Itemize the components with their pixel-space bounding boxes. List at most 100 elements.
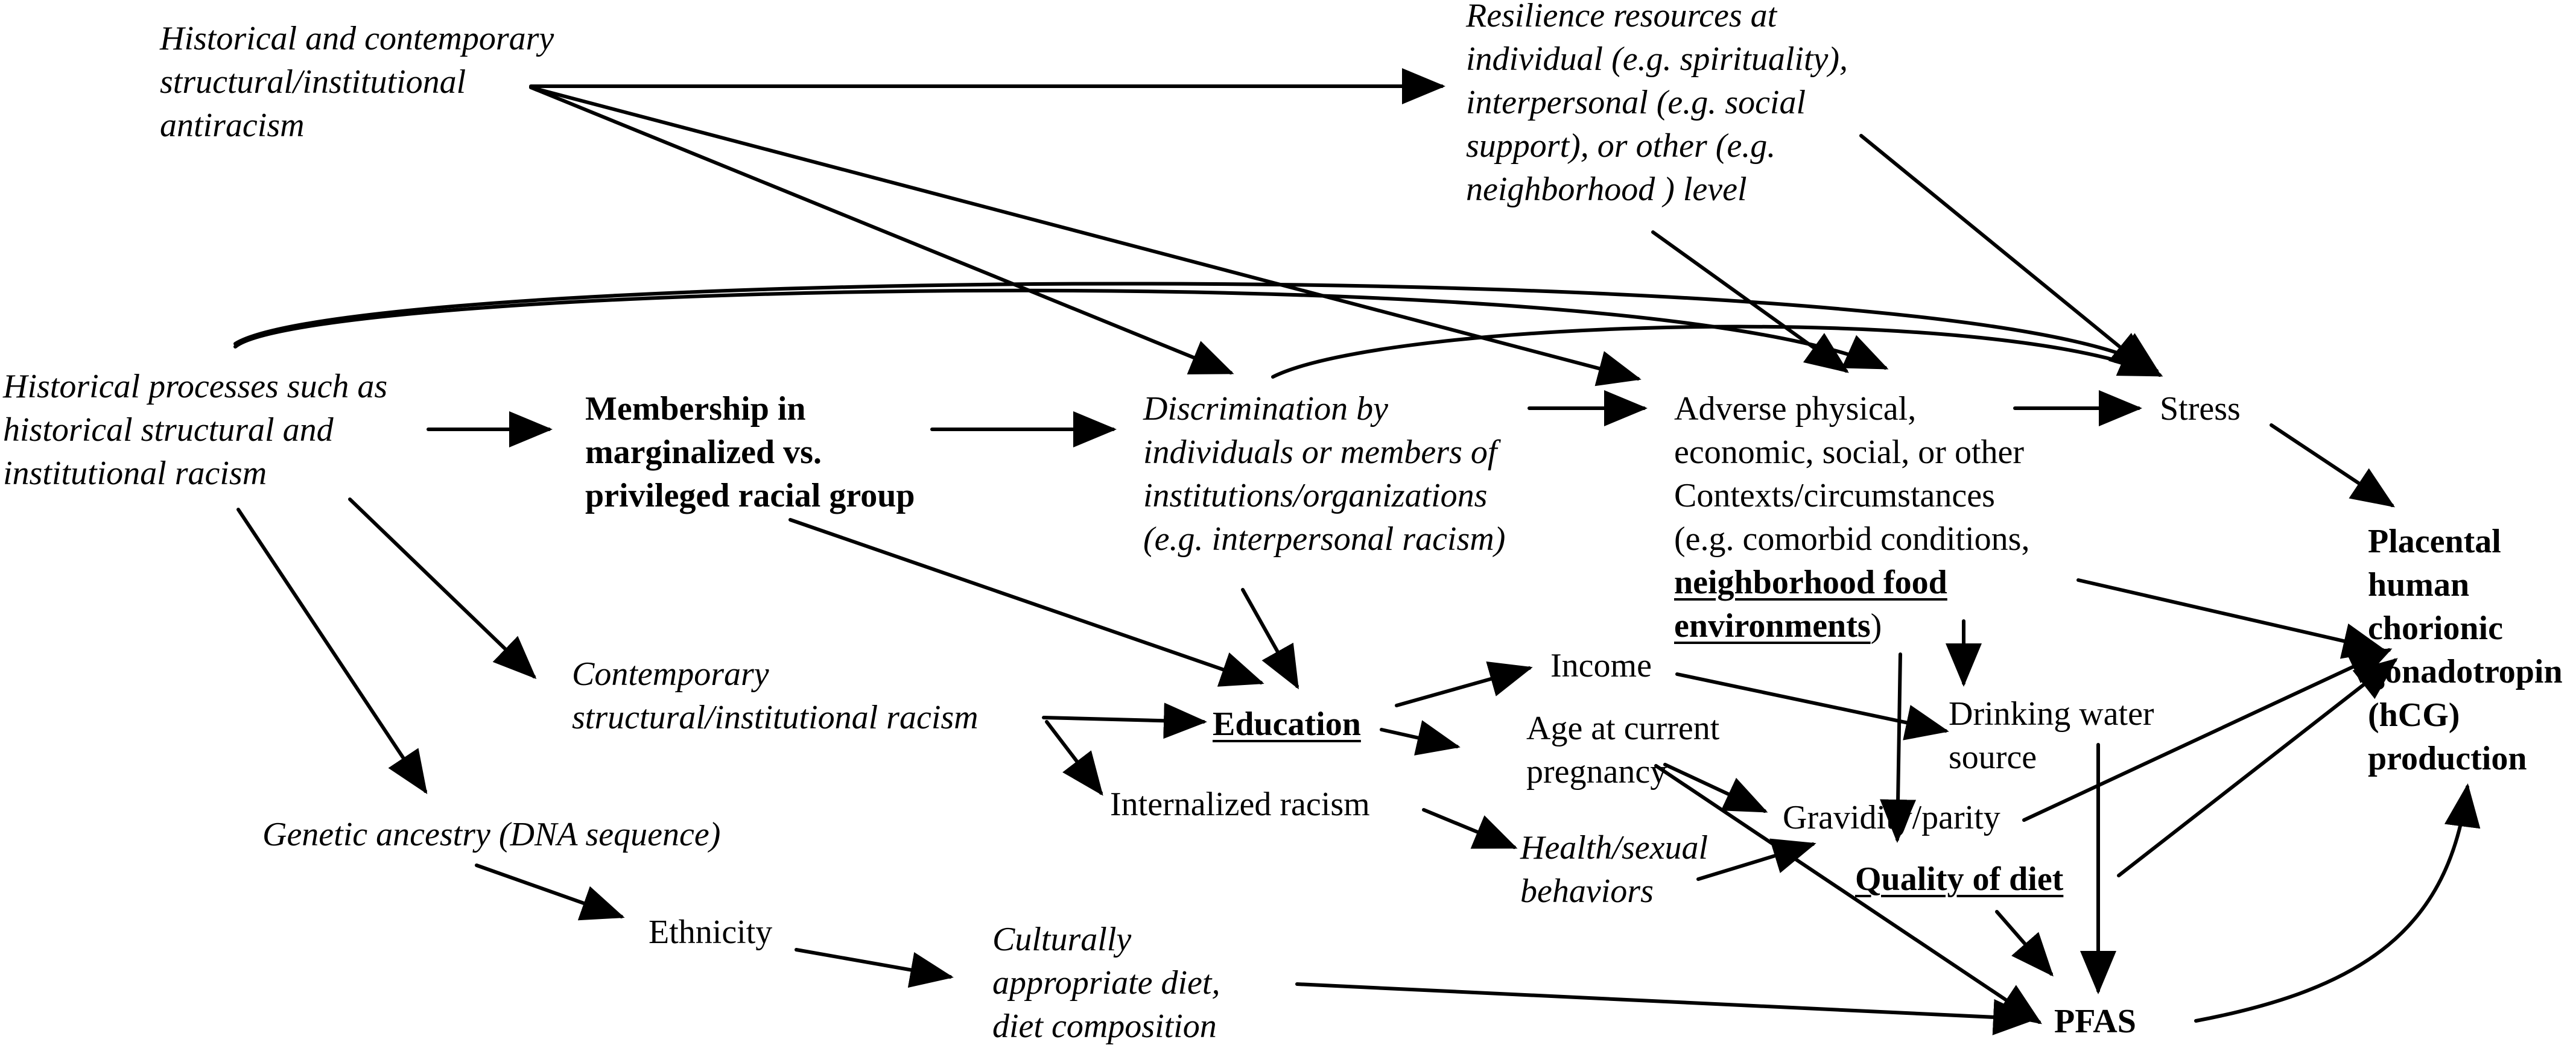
edge-gravidity-hcg [2022,648,2393,822]
node-label-line: gonadotropin [2368,653,2563,690]
node-label-line: privileged racial group [585,477,915,514]
edge-membership-education [788,518,1264,687]
node-label-line: PFAS [2054,1003,2136,1040]
node-label-line: Placental [2368,523,2501,560]
node-label-line: economic, social, or other [1674,434,2025,471]
edge-hist-genetic [236,508,428,794]
node-label-line: (e.g. comorbid conditions, [1674,520,2030,558]
edge-internalized-health [1422,808,1518,849]
node-label-line: Culturally [992,921,1132,958]
node-drinking-water: Drinking water source [1949,692,2154,779]
node-label-line: Health/sexual [1520,829,1708,866]
edge-age-gravidity [1663,763,1768,813]
edge-education-income [1395,661,1533,707]
edge-stress-hcg [2270,423,2395,508]
edge-quality-hcg [2117,658,2398,877]
node-label-line: behaviors [1520,873,1654,910]
node-resilience-resources: Resilience resources at individual (e.g.… [1466,0,1848,211]
node-label-line: institutional racism [3,455,267,492]
edge-hist-arc-adverse [233,288,1889,370]
edge-cultural-pfas [1295,982,2037,1035]
edge-antiracism-adverse [529,86,1642,387]
node-label-line: Discrimination by [1143,390,1388,428]
node-historical-contemporary-antiracism: Historical and contemporary structural/i… [160,17,554,147]
node-label-line: (hCG) [2368,696,2460,734]
node-label-line: Adverse physical, [1674,390,1917,428]
edge-discrimination-education [1241,588,1299,690]
node-label-line: historical structural and [3,411,334,449]
node-label-line: appropriate diet, [992,964,1220,1002]
node-label-line: production [2368,740,2527,777]
node-label-line: individuals or members of [1143,434,1497,471]
node-health-behaviors: Health/sexual behaviors [1520,826,1708,913]
edge-education-age [1380,720,1461,756]
node-label-line: Resilience resources at [1466,0,1777,34]
edge-health-gravidity [1696,838,1816,881]
node-label-line: pregnancy [1526,753,1667,791]
node-label-line: human [2368,566,2470,604]
edge-ethnicity-cultural [795,948,954,988]
node-label-line: Membership in [585,390,806,428]
node-historical-processes: Historical processes such as historical … [3,365,387,495]
node-label-line: Quality of diet [1855,860,2064,898]
node-label-line: chorionic [2368,610,2503,647]
node-membership: Membership in marginalized vs. privilege… [585,387,915,517]
node-label-line: environments [1674,607,1871,645]
edge-age-pfas [1654,764,2042,1024]
node-label-line: neighborhood ) level [1466,171,1747,208]
edge-genetic-ethnicity [475,863,625,921]
node-hcg-production: Placental human chorionic gonadotropin (… [2368,520,2563,780]
node-label-line: Stress [2160,390,2241,428]
edge-pfas-hcg [2194,783,2481,1023]
node-label-line: Contexts/circumstances [1674,477,1995,514]
edge-contemporary-education [1042,702,1207,739]
node-education: Education [1213,702,1361,746]
node-label-line: Drinking water [1949,695,2154,733]
node-genetic-ancestry: Genetic ancestry (DNA sequence) [262,813,720,856]
node-label-line: structural/institutional racism [572,699,979,736]
node-label-line: support), or other (e.g. [1466,127,1776,165]
node-label-line: Genetic ancestry (DNA sequence) [262,816,721,853]
node-cultural-diet: Culturally appropriate diet, diet compos… [992,918,1220,1048]
node-label-line: Age at current [1526,710,1720,747]
node-ethnicity: Ethnicity [649,911,772,954]
edge-discrimination-arc-stress [1271,324,2163,379]
node-label-line: institutions/organizations [1143,477,1488,514]
node-quality-of-diet: Quality of diet [1855,857,2063,901]
node-label-line: antiracism [160,107,305,144]
node-income: Income [1550,644,1652,687]
node-label-line: Historical processes such as [3,368,388,405]
node-label-line: Internalized racism [1110,786,1370,823]
node-stress: Stress [2160,387,2241,431]
edge-adverse-hcg [2076,578,2387,659]
node-label-line: Education [1213,706,1361,743]
node-label-tail: ) [1870,607,1882,645]
node-label-line: Ethnicity [649,914,773,951]
node-label-line: neighborhood food [1674,564,1947,601]
node-label-line: Income [1550,647,1652,684]
node-discrimination: Discrimination by individuals or members… [1143,387,1505,561]
node-gravidity-parity: Gravidity/parity [1783,796,2000,839]
node-label-line: Gravidity/parity [1783,799,2000,836]
node-label-line: individual (e.g. spirituality), [1466,40,1848,78]
edge-contemporary-internalized [1045,720,1103,796]
node-internalized-racism: Internalized racism [1110,783,1370,826]
edge-quality-pfas [1995,910,2054,977]
node-adverse-contexts: Adverse physical, economic, social, or o… [1674,387,2029,648]
node-label-line: interpersonal (e.g. social [1466,84,1806,121]
node-pfas: PFAS [2054,1000,2136,1043]
node-label-line: structural/institutional [160,63,466,101]
node-label-line: Contemporary [572,655,769,693]
node-label-line: (e.g. interpersonal racism) [1143,520,1506,558]
node-label-line: source [1949,739,2037,776]
node-label-line: Historical and contemporary [160,20,554,57]
edge-hist-arc-stress [233,282,2160,373]
node-label-line: marginalized vs. [585,434,822,471]
edge-antiracism-discrimination [529,86,1234,374]
node-age-pregnancy: Age at current pregnancy [1526,707,1719,794]
node-label-line: diet composition [992,1008,1217,1045]
edge-hist-contemporary [348,497,537,680]
edge-resilience-stress [1859,134,2154,374]
